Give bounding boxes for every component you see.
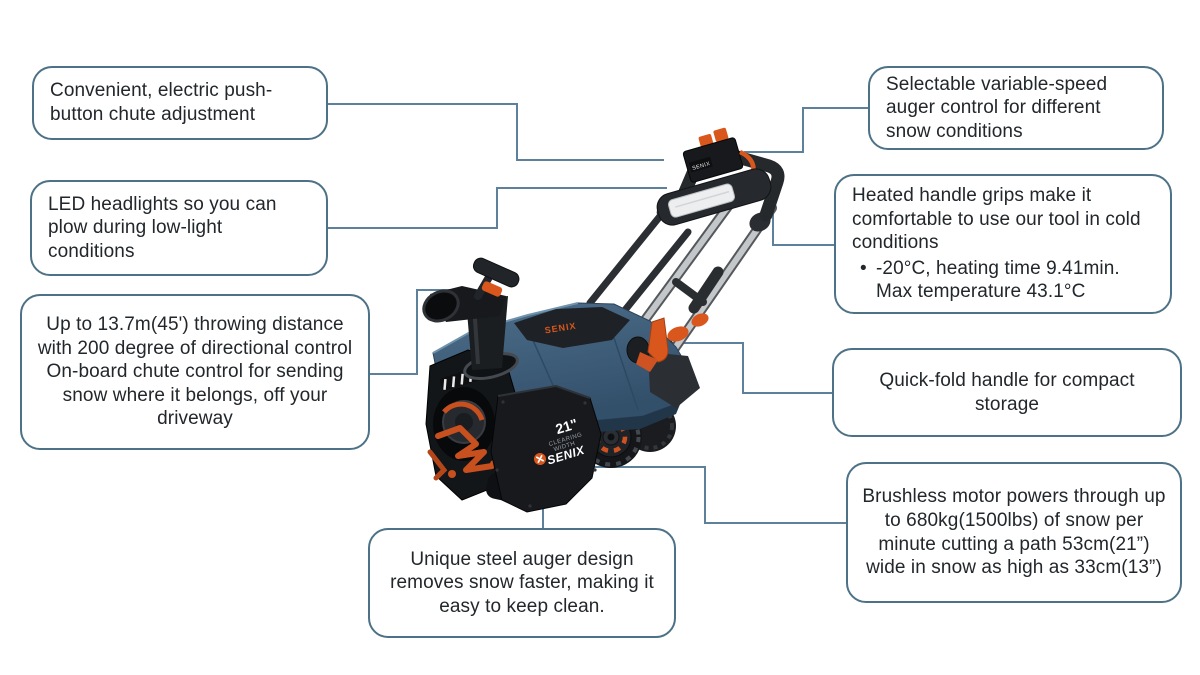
callout-bullet-text: -20°C, heating time 9.41min. Max tempera… <box>876 257 1120 303</box>
callout-text: Quick-fold handle for compact storage <box>879 369 1135 415</box>
callout-throwing-distance: Up to 13.7m(45') throwing distance with … <box>20 294 370 450</box>
connector-throwing-distance <box>370 289 461 375</box>
callout-text: Unique steel auger design removes snow f… <box>390 548 654 617</box>
motor-brand-label: SENIX <box>544 321 577 336</box>
brand-logo-icon <box>534 453 546 465</box>
callout-led-headlights: LED headlights so you can plow during lo… <box>30 180 328 276</box>
callout-heated-grips: Heated handle grips make it comfortable … <box>834 174 1172 314</box>
snow-blower-illustration: SENIX <box>422 127 785 513</box>
connector-variable-speed <box>744 107 868 153</box>
quick-fold-joint <box>626 317 669 372</box>
battery-pack: SENIX <box>682 127 744 183</box>
callout-text: Heated handle grips make it comfortable … <box>852 185 1141 254</box>
callout-text: Convenient, electric push-button chute a… <box>50 80 273 125</box>
handle-top-assembly: SENIX <box>656 127 785 232</box>
connector-brushless-motor <box>566 466 847 524</box>
connector-led-headlights <box>328 187 667 229</box>
callout-text: Brushless motor powers through up to 680… <box>862 486 1166 579</box>
bullet-marker: • <box>860 257 867 279</box>
connector-chute-adjustment <box>328 103 664 161</box>
side-panel: 21" CLEARING WIDTH SENIX <box>490 384 602 513</box>
battery-brand-label: SENIX <box>692 161 711 172</box>
chute-deflector-handle <box>472 257 520 297</box>
handle-mount <box>648 313 709 408</box>
callout-text: On-board chute control for sending snow … <box>46 361 344 430</box>
led-headlight <box>656 168 772 226</box>
callout-quick-fold: Quick-fold handle for compact storage <box>832 348 1182 437</box>
callout-chute-adjustment: Convenient, electric push-button chute a… <box>32 66 328 140</box>
callout-text: Up to 13.7m(45') throwing distance with … <box>37 314 353 359</box>
callout-variable-speed: Selectable variable-speed auger control … <box>868 66 1164 150</box>
steel-auger <box>427 400 498 481</box>
connector-heated-grips <box>772 177 835 246</box>
callout-text: LED headlights so you can plow during lo… <box>48 193 277 262</box>
discharge-chute <box>422 257 520 381</box>
callout-brushless-motor: Brushless motor powers through up to 680… <box>846 462 1182 603</box>
clearing-width-value: 21" <box>554 415 580 437</box>
connector-quick-fold <box>661 342 833 394</box>
callout-bullet-item: • -20°C, heating time 9.41min. Max tempe… <box>852 257 1154 304</box>
callout-text: Selectable variable-speed auger control … <box>886 73 1108 142</box>
callout-steel-auger: Unique steel auger design removes snow f… <box>368 528 676 638</box>
motor-cover: SENIX <box>514 307 630 348</box>
